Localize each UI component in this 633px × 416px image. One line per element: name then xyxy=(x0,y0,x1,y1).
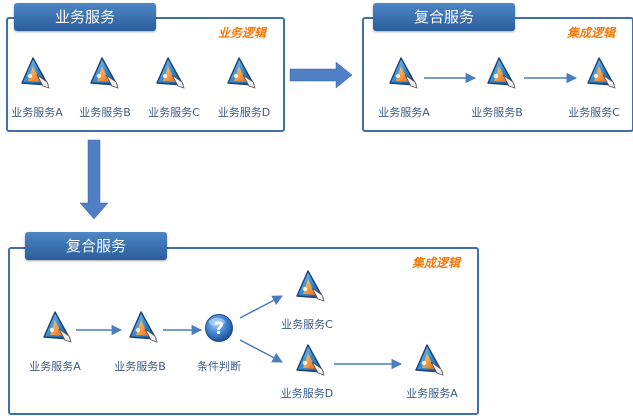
service-icon xyxy=(224,55,258,91)
node-label: 业务服务B xyxy=(471,106,523,119)
svg-text:?: ? xyxy=(214,319,224,339)
panel-tag: 业务逻辑 xyxy=(218,26,267,40)
service-icon xyxy=(293,268,327,304)
node-label: 业务服务A xyxy=(406,387,458,400)
node-label: 业务服务A xyxy=(29,360,81,373)
service-icon xyxy=(293,342,327,378)
service-icon xyxy=(40,309,74,345)
question-icon: ? xyxy=(205,314,233,342)
node-label: 业务服务C xyxy=(148,106,200,119)
node-label: 业务服务A xyxy=(11,106,63,119)
node-label: 业务服务B xyxy=(79,106,131,119)
node-label: 业务服务C xyxy=(568,106,620,119)
service-icon xyxy=(386,55,420,91)
node-label: 条件判断 xyxy=(197,360,241,373)
node-label: 业务服务C xyxy=(281,318,333,331)
panel-title: 复合服务 xyxy=(25,232,167,260)
panel-tag: 集成逻辑 xyxy=(412,256,461,270)
service-icon xyxy=(484,55,518,91)
service-icon xyxy=(87,55,121,91)
flow-arrow xyxy=(239,339,283,363)
service-icon xyxy=(153,55,187,91)
panel-composite-bottom xyxy=(8,247,479,415)
panel-title: 复合服务 xyxy=(373,3,515,31)
panel-tag: 集成逻辑 xyxy=(567,26,616,40)
node-label: 业务服务D xyxy=(280,387,334,400)
service-icon xyxy=(584,55,618,91)
service-icon xyxy=(18,55,52,91)
panel-title: 业务服务 xyxy=(14,3,156,31)
node-label: 业务服务D xyxy=(217,106,271,119)
big-arrow-right xyxy=(289,61,353,89)
node-label: 业务服务A xyxy=(378,106,430,119)
service-icon xyxy=(412,342,446,378)
service-icon xyxy=(126,309,160,345)
flow-arrow xyxy=(239,295,283,319)
node-label: 业务服务B xyxy=(114,360,166,373)
big-arrow-down xyxy=(79,139,109,220)
